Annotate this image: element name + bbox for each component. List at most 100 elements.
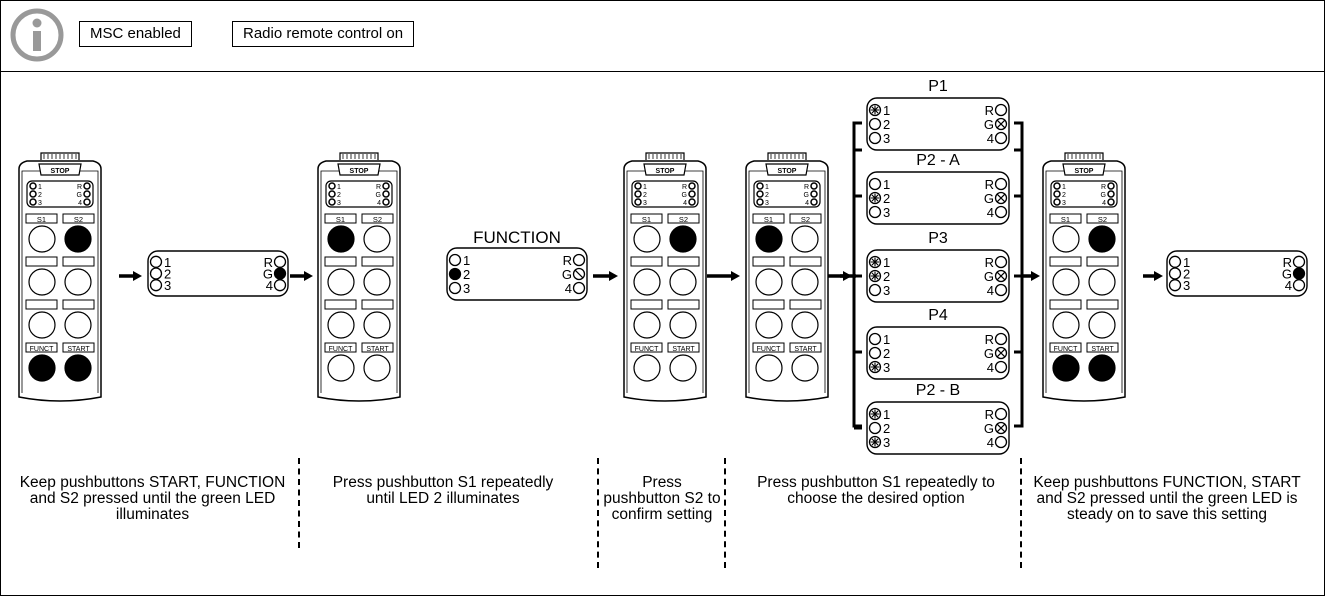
remote-led-label: R — [682, 184, 687, 191]
remote-led-label: 3 — [765, 200, 769, 207]
s2-button — [669, 225, 697, 253]
blank-button — [755, 268, 783, 296]
panel-led-label: R — [264, 255, 273, 270]
panel-led — [870, 105, 880, 115]
panel-led — [868, 117, 882, 131]
s1-label-plate — [752, 213, 785, 224]
panel-led — [996, 119, 1006, 129]
remote-led-label: R — [804, 184, 809, 191]
blank-button — [669, 311, 697, 339]
start-label-plate — [789, 342, 822, 353]
s1-label-plate — [324, 213, 357, 224]
panel-led — [1292, 279, 1306, 292]
s1-button — [633, 225, 661, 253]
blank-label-plate — [361, 256, 394, 267]
panel-led — [868, 283, 882, 297]
blank-button — [633, 268, 661, 296]
remote-led-label: 4 — [805, 200, 809, 207]
blank-label-plate — [25, 256, 58, 267]
led-panel-frame — [866, 171, 1010, 225]
remote-led — [382, 182, 390, 190]
s2-label: S2 — [1098, 215, 1107, 224]
remote-led-window — [26, 180, 94, 208]
step-4-caption: Press pushbutton S1 repeatedly to choose… — [757, 474, 995, 507]
panel-led-label: 3 — [883, 360, 890, 375]
panel-led-label: 4 — [987, 283, 994, 298]
radio-remote-tag: Radio remote control on — [232, 21, 415, 47]
panel-led-label: 1 — [164, 255, 171, 270]
panel-led-label: 2 — [883, 421, 890, 436]
panel-led-label: 3 — [883, 131, 890, 146]
stop-mushroom — [767, 152, 807, 160]
panel-led-label: 4 — [565, 281, 572, 296]
panel-led-label: G — [984, 191, 994, 206]
s2-label: S2 — [679, 215, 688, 224]
remote-led-label: 4 — [683, 200, 687, 207]
panel-led — [149, 279, 163, 292]
panel-led-label: R — [985, 103, 994, 118]
panel-led — [994, 283, 1008, 297]
remote-led-label: G — [804, 192, 809, 199]
funct-label: FUNCT — [30, 346, 54, 353]
option-label: P1 — [928, 78, 948, 95]
panel-led — [448, 253, 462, 267]
panel-led — [996, 348, 1006, 358]
led-panel-frame — [866, 326, 1010, 380]
s2-button — [64, 225, 92, 253]
stop-button — [765, 163, 809, 176]
remote-led-label: G — [682, 192, 687, 199]
function-title: FUNCTION — [473, 228, 561, 247]
remote-led — [83, 182, 91, 190]
s1-label: S1 — [336, 215, 345, 224]
panel-led-label: G — [984, 421, 994, 436]
funct-label-plate — [25, 342, 58, 353]
blank-label-plate — [324, 299, 357, 310]
panel-led-label: G — [984, 117, 994, 132]
s1-label-plate — [25, 213, 58, 224]
step-separator — [1020, 458, 1022, 568]
s1-button — [327, 225, 355, 253]
funct-label-plate — [324, 342, 357, 353]
panel-led-label: 1 — [883, 332, 890, 347]
stop-button — [1062, 163, 1106, 176]
s1-label-plate — [630, 213, 663, 224]
stop-label: STOP — [1075, 168, 1094, 175]
info-header: MSC enabled Radio remote control on — [0, 0, 1325, 72]
start-button — [669, 354, 697, 382]
step-1-caption: Keep pushbuttons START, FUNCTION and S2 … — [19, 474, 286, 523]
panel-led-label: 3 — [883, 205, 890, 220]
panel-led-label: 1 — [883, 177, 890, 192]
panel-led-label: 1 — [883, 407, 890, 422]
remote-led — [382, 198, 390, 206]
panel-led-label: 3 — [463, 281, 470, 296]
step-separator — [597, 458, 599, 568]
panel-led — [994, 435, 1008, 449]
panel-led-label: R — [985, 255, 994, 270]
info-icon — [10, 8, 64, 62]
panel-led — [448, 281, 462, 295]
s1-button — [28, 225, 56, 253]
panel-led-label: 2 — [883, 191, 890, 206]
remote-led — [688, 198, 696, 206]
stop-button — [643, 163, 687, 176]
panel-led — [868, 131, 882, 145]
panel-led-label: G — [562, 267, 572, 282]
remote-led — [688, 182, 696, 190]
blank-button — [755, 311, 783, 339]
panel-led — [870, 437, 880, 447]
flow-arrow-head — [1154, 271, 1163, 281]
funct-label-plate — [1049, 342, 1082, 353]
panel-led — [1168, 255, 1182, 268]
led-panel-frame — [147, 250, 289, 297]
remote-led — [634, 182, 642, 190]
remote-led-label: 1 — [337, 184, 341, 191]
step-2-caption: Press pushbutton S1 repeatedly until LED… — [332, 474, 554, 507]
panel-led-label: 2 — [164, 267, 171, 282]
blank-label-plate — [789, 299, 822, 310]
stop-mushroom — [339, 152, 379, 160]
remote-led — [328, 182, 336, 190]
